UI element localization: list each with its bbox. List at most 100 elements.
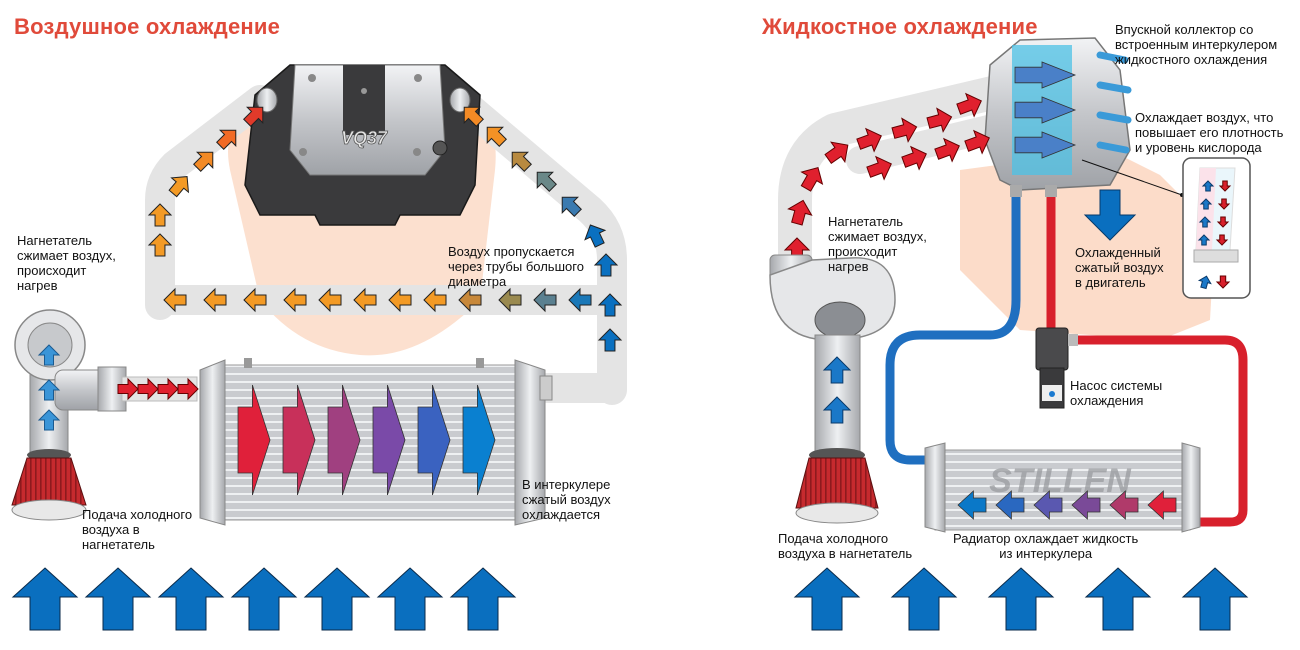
engine-cover: VQ37 xyxy=(244,64,481,226)
inset-down-arrow-icon xyxy=(1217,198,1231,210)
label-left-compressor: Нагнетатель сжимает воздух, происходит н… xyxy=(17,233,116,293)
inlet-arrow-icon xyxy=(37,344,61,366)
pipe-flow-arrow-icon xyxy=(147,233,173,257)
pipe-flow-arrow-icon xyxy=(203,287,227,313)
label-right-radiator: Радиатор охлаждает жидкость из интеркуле… xyxy=(953,531,1139,561)
right-pipe-arrows xyxy=(783,92,990,263)
intercooler-flow-arrow-icon xyxy=(237,384,271,496)
charge-flow-arrow-icon xyxy=(856,127,882,153)
pipe-flow-arrow-icon xyxy=(283,287,307,313)
boost-arrow-icon xyxy=(117,377,139,401)
left-compressor-inlet-arrows xyxy=(37,344,61,431)
pipe-flow-arrow-icon xyxy=(498,287,522,313)
right-charge-pipe xyxy=(778,73,1022,287)
pipe-flow-arrow-icon xyxy=(353,287,377,313)
charge-flow-arrow-icon xyxy=(824,141,849,165)
charge-flow-arrow-icon xyxy=(901,145,927,171)
airflow-up-arrow-icon xyxy=(793,567,861,631)
pipe-flow-arrow-icon xyxy=(168,176,190,198)
label-right-cooled-air: Охлажденный сжатый воздух в двигатель xyxy=(1075,245,1164,290)
radiator-badge: STILLEN xyxy=(989,462,1132,500)
inset-down-arrow-icon xyxy=(1215,234,1229,246)
charge-flow-arrow-icon xyxy=(891,117,918,143)
manifold-flow-arrow-icon xyxy=(1014,96,1077,124)
inlet-arrow-icon xyxy=(822,396,852,424)
pipe-flow-arrow-icon xyxy=(584,224,607,248)
airflow-up-arrow-icon xyxy=(890,567,958,631)
airflow-up-arrow-icon xyxy=(157,567,225,631)
inset-out-arrow-icon xyxy=(1215,275,1231,289)
pipe-flow-arrow-icon xyxy=(568,287,592,313)
inset-down-arrow-icon xyxy=(1218,180,1232,192)
pipe-flow-arrow-icon xyxy=(463,106,484,127)
pipe-flow-arrow-icon xyxy=(561,196,582,217)
boost-arrow-icon xyxy=(137,377,159,401)
radiator-flow-arrow-icon xyxy=(1033,490,1063,520)
charge-flow-arrow-icon xyxy=(866,155,892,181)
label-right-intake: Подача холодного воздуха в нагнетатель xyxy=(778,531,913,561)
coolant-pump xyxy=(1035,327,1078,409)
pipe-flow-arrow-icon xyxy=(511,151,532,172)
coolant-line-cold xyxy=(885,197,1021,465)
label-left-pipes: Воздух пропускается через трубы большого… xyxy=(448,244,584,289)
boost-arrow-icon xyxy=(177,377,199,401)
radiator-flow-arrow-icon xyxy=(957,490,987,520)
left-panel-title: Воздушное охлаждение xyxy=(14,14,281,39)
charge-flow-arrow-icon xyxy=(926,107,953,133)
airflow-up-arrow-icon xyxy=(1181,567,1249,631)
inlet-arrow-icon xyxy=(37,409,61,431)
pipe-flow-arrow-icon xyxy=(593,253,619,277)
ambient-airflow-arrows xyxy=(11,567,1249,631)
radiator-arrows xyxy=(957,490,1177,520)
intercooler-inset xyxy=(1081,157,1251,299)
pipe-flow-arrow-icon xyxy=(243,287,267,313)
right-panel-title: Жидкостное охлаждение xyxy=(762,14,1038,39)
left-boost-arrows xyxy=(117,377,199,401)
intercooler-flow-arrow-icon xyxy=(462,384,496,496)
charge-flow-arrow-icon xyxy=(787,199,813,226)
label-right-density: Охлаждает воздух, что повышает его плотн… xyxy=(1135,110,1284,155)
airflow-up-arrow-icon xyxy=(11,567,79,631)
label-right-manifold: Впускной коллектор со встроенным интерку… xyxy=(1115,22,1278,67)
radiator-flow-arrow-icon xyxy=(1147,490,1177,520)
airflow-up-arrow-icon xyxy=(84,567,152,631)
pipe-flow-arrow-icon xyxy=(536,171,557,192)
left-pipe-arrows xyxy=(147,106,623,352)
inset-up-arrow-icon xyxy=(1197,234,1211,246)
airflow-up-arrow-icon xyxy=(376,567,444,631)
inset-up-arrow-icon xyxy=(1198,216,1212,228)
charge-flow-arrow-icon xyxy=(964,129,990,155)
pipe-flow-arrow-icon xyxy=(597,328,623,352)
coolant-line-hot-return xyxy=(1075,335,1248,527)
charge-flow-arrow-icon xyxy=(800,166,824,192)
cooled-air-arrow-icon xyxy=(1083,189,1137,241)
right-compressor-inlet-arrows xyxy=(822,356,852,424)
pipe-flow-arrow-icon xyxy=(388,287,412,313)
pipe-flow-arrow-icon xyxy=(458,287,482,313)
intercooler-flow-arrow-icon xyxy=(417,384,451,496)
manifold-flow-arrow-icon xyxy=(1014,131,1077,159)
inlet-arrow-icon xyxy=(822,356,852,384)
inset-flow-arrows xyxy=(1197,180,1232,290)
pipe-flow-arrow-icon xyxy=(216,129,237,150)
pipe-flow-arrow-icon xyxy=(147,203,173,227)
inset-in-arrow-icon xyxy=(1197,275,1212,290)
pipe-flow-arrow-icon xyxy=(318,287,342,313)
pipe-flow-arrow-icon xyxy=(423,287,447,313)
inset-up-arrow-icon xyxy=(1199,198,1213,210)
pipe-flow-arrow-icon xyxy=(193,151,214,172)
right-turbo-compressor xyxy=(769,254,896,456)
right-charge-pipe-branch xyxy=(846,111,1019,174)
radiator: STILLEN xyxy=(924,442,1201,533)
inset-down-arrow-icon xyxy=(1216,216,1230,228)
manifold-flow-arrow-icon xyxy=(1014,61,1077,89)
pipe-flow-arrow-icon xyxy=(163,287,187,313)
right-engine-glow xyxy=(960,150,1215,340)
charge-flow-arrow-icon xyxy=(934,137,960,163)
airflow-up-arrow-icon xyxy=(303,567,371,631)
airflow-up-arrow-icon xyxy=(987,567,1055,631)
intercooler-flow-arrow-icon xyxy=(327,384,361,496)
radiator-flow-arrow-icon xyxy=(1071,490,1101,520)
airflow-up-arrow-icon xyxy=(449,567,517,631)
